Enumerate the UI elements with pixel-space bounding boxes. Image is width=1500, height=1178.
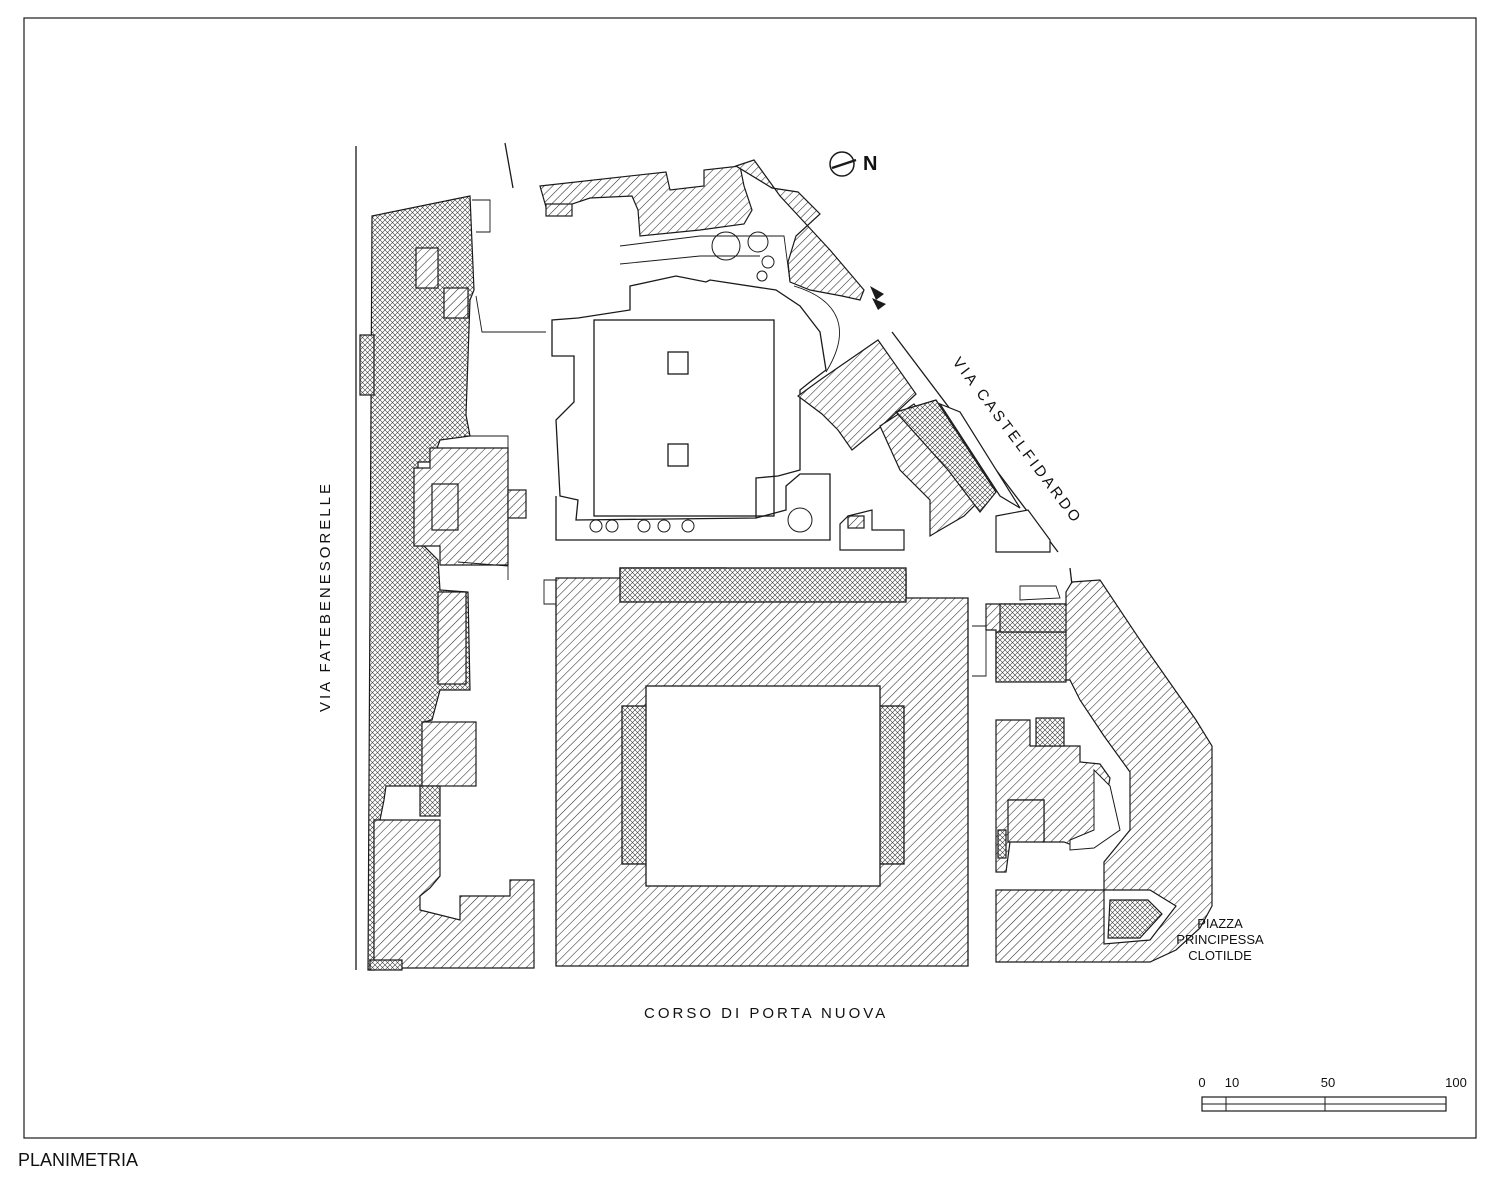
east-diagonal-building — [796, 339, 1051, 553]
north-arrow: N — [829, 151, 877, 177]
piazza-label-line-2: PRINCIPESSA — [1176, 932, 1264, 947]
sheet-frame — [23, 17, 1477, 1139]
entrance-arrows — [870, 286, 886, 310]
street-label-corso-di-porta-nuova: CORSO DI PORTA NUOVA — [644, 1005, 888, 1022]
central-building — [551, 275, 831, 541]
courtyard-block — [555, 567, 969, 967]
drawing-title: PLANIMETRIA — [18, 1150, 139, 1170]
east-corner-block — [985, 579, 1213, 963]
scale-tick-label: 100 — [1445, 1075, 1467, 1090]
scale-tick-label: 0 — [1198, 1075, 1205, 1090]
scale-tick-label: 50 — [1321, 1075, 1335, 1090]
north-building — [539, 159, 865, 301]
piazza-label: PIAZZA PRINCIPESSA CLOTILDE — [1176, 916, 1264, 963]
stair-details — [457, 199, 1061, 677]
piazza-label-line-3: CLOTILDE — [1188, 948, 1252, 963]
scale-bar: 0 10 50 100 — [1198, 1075, 1467, 1112]
scale-tick-label: 10 — [1225, 1075, 1239, 1090]
piazza-label-line-1: PIAZZA — [1197, 916, 1243, 931]
street-label-via-fatebenesorelle: VIA FATEBENESORELLE — [317, 481, 334, 712]
north-label: N — [863, 153, 877, 175]
west-building-block — [359, 195, 535, 971]
